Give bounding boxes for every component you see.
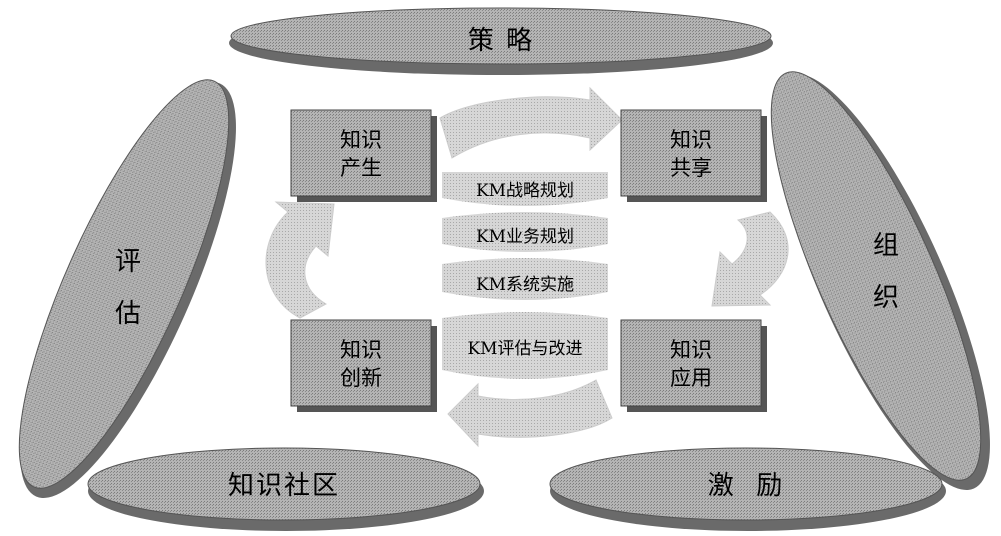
layer-km-system-label: KM系统实施 (475, 275, 575, 295)
layer-km-business-label: KM业务规划 (475, 227, 575, 247)
box-innovation-label: 知识 创新 (305, 336, 417, 392)
arrow-top (439, 86, 623, 159)
oval-evaluation-char-2: 估 (114, 299, 141, 329)
box-sharing-label: 知识 共享 (635, 126, 747, 182)
box-sharing-line-2: 共享 (670, 156, 712, 180)
oval-organization-char-2: 织 (872, 283, 899, 313)
box-application-line-1: 知识 (670, 338, 712, 362)
box-knowledge-application (620, 319, 767, 412)
arrow-right (711, 211, 789, 307)
box-application-line-2: 应用 (670, 366, 712, 390)
oval-organization-char-1: 组 (872, 231, 899, 261)
box-sharing-line-1: 知识 (670, 128, 712, 152)
arrow-left (265, 201, 335, 319)
box-knowledge-generation (290, 109, 437, 202)
oval-evaluation-char-1: 评 (114, 247, 141, 277)
layer-km-strategy-label: KM战略规划 (475, 181, 575, 201)
oval-organization-label: 组 织 (866, 220, 906, 324)
layer-stack (442, 172, 608, 379)
box-innovation-line-1: 知识 (340, 338, 382, 362)
oval-evaluation-label: 评 估 (108, 236, 148, 340)
oval-community (87, 447, 484, 531)
box-generation-line-2: 产生 (340, 156, 382, 180)
layer-km-evaluation-label: KM评估与改进 (467, 339, 583, 359)
box-generation-line-1: 知识 (340, 128, 382, 152)
layer-km-strategy (442, 172, 608, 206)
box-application-label: 知识 应用 (635, 336, 747, 392)
layer-km-system (442, 258, 608, 300)
box-generation-label: 知识 产生 (305, 126, 417, 182)
oval-incentive (549, 447, 946, 531)
oval-evaluation (18, 79, 236, 498)
oval-strategy-label: 策 略 (467, 26, 535, 56)
box-innovation-line-2: 创新 (340, 366, 382, 390)
oval-strategy (229, 7, 773, 75)
oval-organization (770, 71, 990, 490)
arrow-bottom (447, 379, 613, 448)
oval-incentive-label: 激 励 (707, 471, 785, 501)
box-knowledge-innovation (290, 319, 437, 412)
layer-km-evaluation (442, 312, 608, 379)
layer-km-business (442, 212, 608, 252)
oval-community-label: 知识社区 (227, 471, 340, 501)
box-knowledge-sharing (620, 109, 767, 202)
